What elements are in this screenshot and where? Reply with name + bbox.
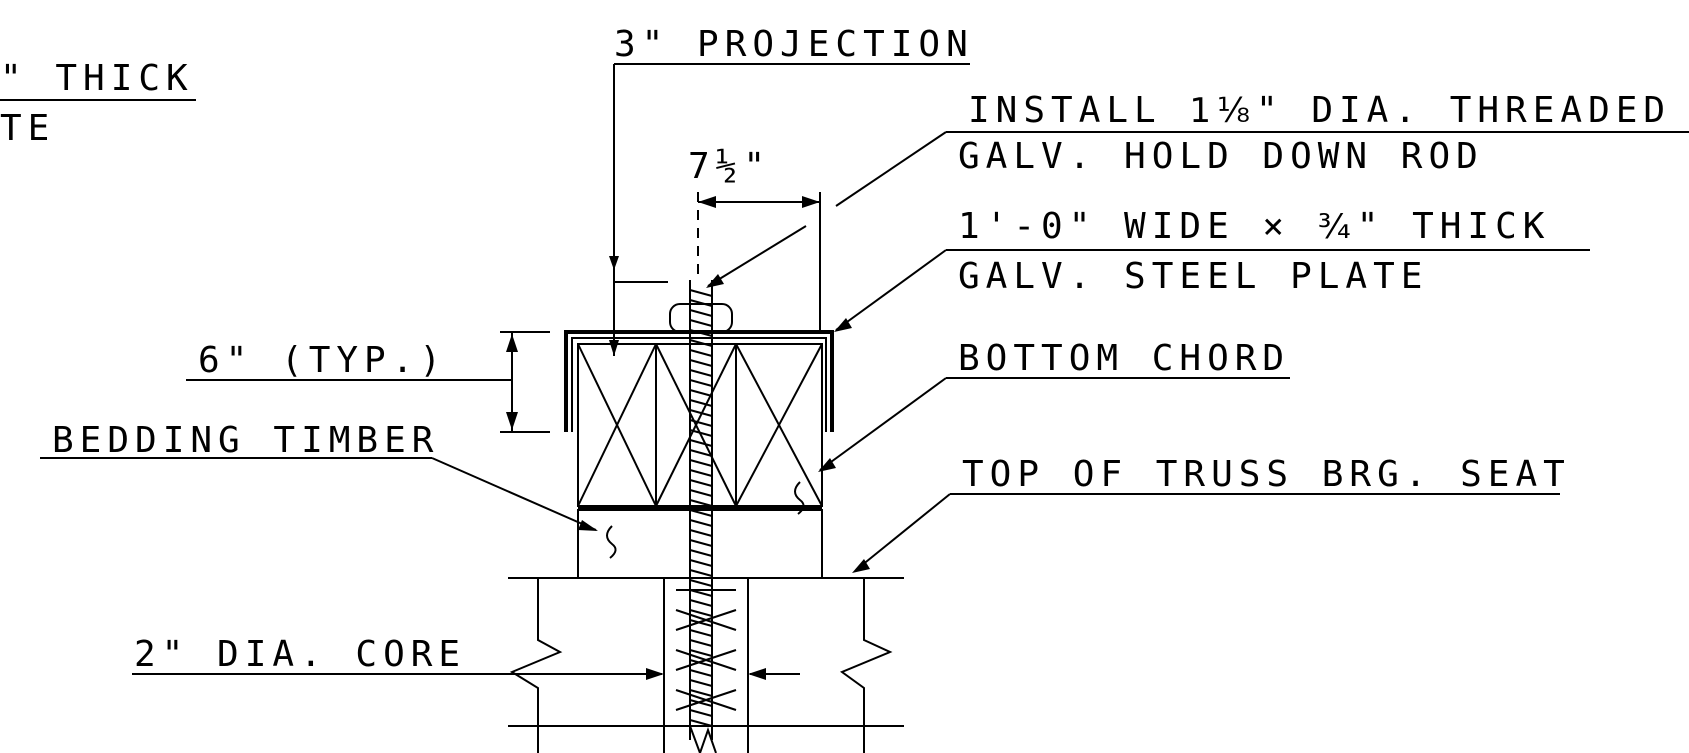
typ-text: 6" (TYP.) <box>198 340 447 381</box>
core-label: 2" DIA. CORE <box>132 634 800 680</box>
bedding-timber <box>577 509 823 579</box>
bottom-chord-label: BOTTOM CHORD <box>794 338 1290 515</box>
truss-seat-label: TOP OF TRUSS BRG. SEAT <box>852 454 1571 573</box>
partial-plate-label: " THICK TE <box>0 58 196 149</box>
rod-line2: GALV. HOLD DOWN ROD <box>958 136 1484 177</box>
dim-width-text: 7½" <box>688 146 771 187</box>
bedding-label: BEDDING TIMBER <box>40 420 617 559</box>
projection-dimension <box>609 256 668 283</box>
bedding-text: BEDDING TIMBER <box>52 420 439 461</box>
partial-thick-text: " THICK <box>0 58 194 99</box>
core-text: 2" DIA. CORE <box>134 634 466 675</box>
partial-plate-text: TE <box>0 108 55 149</box>
projection-text: 3" PROJECTION <box>614 24 974 65</box>
truss-seat-text: TOP OF TRUSS BRG. SEAT <box>962 454 1571 495</box>
plate-line1: 1'-0" WIDE × ¾" THICK <box>958 206 1550 247</box>
bottom-chord-block <box>577 343 823 510</box>
rod-line1: INSTALL 1⅛" DIA. THREADED <box>968 90 1671 131</box>
width-dimension: 7½" <box>688 146 821 330</box>
threaded-rod <box>689 280 713 740</box>
plate-label: 1'-0" WIDE × ¾" THICK GALV. STEEL PLATE <box>834 206 1590 332</box>
projection-label: 3" PROJECTION <box>609 24 974 356</box>
hex-nut <box>669 303 733 333</box>
plate-line2: GALV. STEEL PLATE <box>958 256 1428 297</box>
rod-label: INSTALL 1⅛" DIA. THREADED GALV. HOLD DOW… <box>706 90 1689 288</box>
bottom-chord-text: BOTTOM CHORD <box>958 338 1290 379</box>
typ-label: 6" (TYP.) <box>186 331 550 433</box>
truss-seat <box>508 577 904 753</box>
